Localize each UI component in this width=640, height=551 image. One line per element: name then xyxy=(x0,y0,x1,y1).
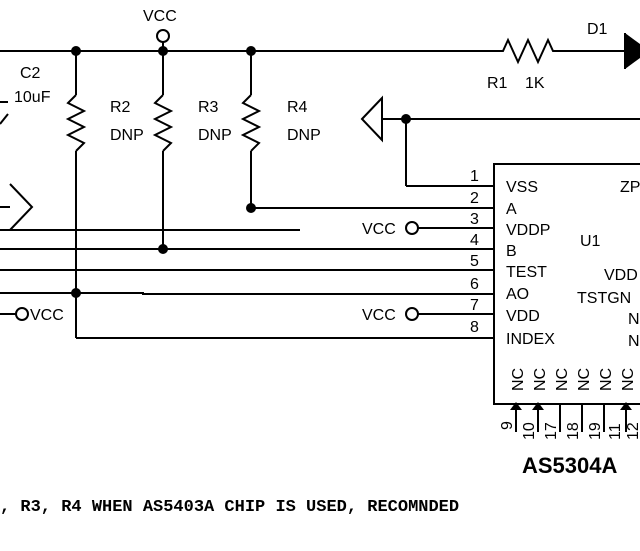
bottom-nc-label: NC xyxy=(532,368,549,391)
r4-label: R4 xyxy=(287,99,308,116)
pin-name: INDEX xyxy=(506,331,555,348)
right-pin-name: N xyxy=(628,311,640,328)
r3-value: DNP xyxy=(198,127,232,144)
bottom-pin-number: 19 xyxy=(587,422,604,440)
pin-number: 7 xyxy=(470,297,479,314)
vcc-top-label: VCC xyxy=(143,8,177,25)
right-pin-name: TSTGN xyxy=(577,290,631,307)
bottom-pin-number: 12 xyxy=(625,422,640,440)
d1-label: D1 xyxy=(587,21,608,38)
pin-name: B xyxy=(506,243,517,260)
bottom-pin-number: 17 xyxy=(543,422,560,440)
u1-ref: U1 xyxy=(580,233,601,250)
bottom-pin-number: 10 xyxy=(521,422,538,440)
pin-number: 5 xyxy=(470,253,479,270)
r3-label: R3 xyxy=(198,99,219,116)
vcc-rail xyxy=(0,29,498,56)
pin-name: AO xyxy=(506,286,529,303)
right-pin-name: N xyxy=(628,333,640,350)
vcc-pin7-label: VCC xyxy=(362,307,396,324)
pin-number: 6 xyxy=(470,276,479,293)
vss-net xyxy=(360,95,640,187)
pin-name: TEST xyxy=(506,264,547,281)
r1-label: R1 xyxy=(487,75,508,92)
bottom-pin-number: 11 xyxy=(607,423,624,440)
pin-name: A xyxy=(506,201,517,218)
r2-value: DNP xyxy=(110,127,144,144)
pin-number: 8 xyxy=(470,319,479,336)
bottom-nc-label: NC xyxy=(510,368,527,391)
r3-resistor xyxy=(152,51,174,249)
r2-label: R2 xyxy=(110,99,131,116)
bottom-pin-stubs xyxy=(510,402,632,432)
pin-name: VDD xyxy=(506,308,540,325)
pin-number: 4 xyxy=(470,232,479,249)
pin-number: 1 xyxy=(470,168,479,185)
u1-chip xyxy=(493,163,640,405)
d1-diode xyxy=(600,33,640,69)
r4-value: DNP xyxy=(287,127,321,144)
pin-name: VDDP xyxy=(506,222,550,239)
r2-resistor xyxy=(65,51,87,338)
r1-resistor xyxy=(498,37,600,65)
r4-resistor xyxy=(240,51,262,208)
c2-value: 10uF xyxy=(14,89,51,106)
bottom-nc-label: NC xyxy=(576,368,593,391)
pin-number: 2 xyxy=(470,190,479,207)
vcc-left-label: VCC xyxy=(30,307,64,324)
bottom-nc-label: NC xyxy=(554,368,571,391)
bottom-nc-label: NC xyxy=(598,368,615,391)
vcc-pin3-label: VCC xyxy=(362,221,396,238)
bottom-pin-number: 18 xyxy=(565,422,582,440)
c2-label: C2 xyxy=(20,65,41,82)
footer-note: , R3, R4 WHEN AS5403A CHIP IS USED, RECO… xyxy=(0,498,459,517)
pin-nets xyxy=(0,203,494,339)
bottom-pin-number: 9 xyxy=(499,421,516,430)
r1-value: 1K xyxy=(525,75,545,92)
pin-name: VSS xyxy=(506,179,538,196)
u1-name: AS5304A xyxy=(522,453,618,478)
bottom-nc-label: NC xyxy=(620,368,637,391)
c2-capacitor xyxy=(0,101,9,125)
output-triangle xyxy=(0,183,34,231)
pin-number: 3 xyxy=(470,211,479,228)
right-pin-name: VDD xyxy=(604,267,638,284)
right-pin-name: ZP xyxy=(620,179,640,196)
